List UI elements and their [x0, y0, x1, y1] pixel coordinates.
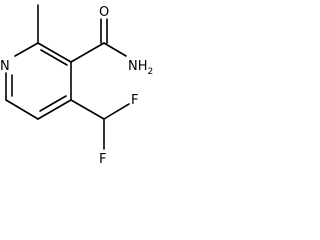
bond-c2-c3	[37, 42, 72, 63]
bond-n1-c2	[14, 42, 39, 57]
bond-cf2-f-upper	[103, 103, 130, 120]
bond-c4-c5	[37, 99, 72, 120]
atom-nh2-subscript: 2	[148, 67, 154, 77]
bond-c3-carbonyl	[70, 42, 105, 63]
atom-f-upper: F	[131, 93, 138, 108]
atom-nh2-main: NH	[128, 59, 148, 74]
bond-carbonyl-n	[103, 42, 127, 57]
atom-nh2: NH2	[128, 59, 153, 77]
atom-n-ring: N	[0, 59, 10, 74]
bond-c4-cf2	[70, 99, 105, 120]
bond-c4-c5-inner	[39, 95, 67, 112]
atom-f-lower: F	[99, 152, 106, 167]
bond-c5-c6	[5, 99, 39, 120]
bond-c2-c3-inner	[40, 49, 68, 66]
atom-o-carbonyl: O	[99, 5, 109, 20]
molecule-structure: N O NH2 F F	[0, 4, 153, 167]
